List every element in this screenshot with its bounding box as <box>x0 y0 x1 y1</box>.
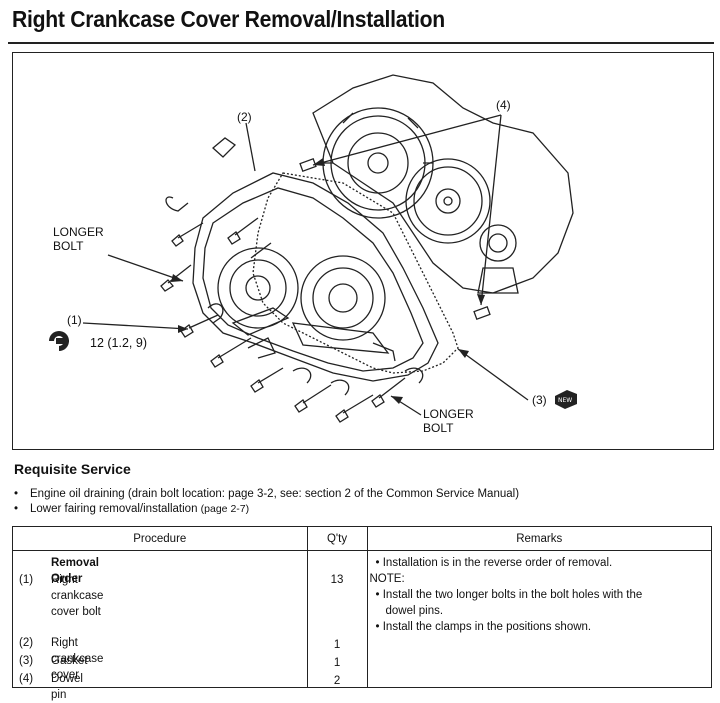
callout-4-label: (4) <box>496 98 511 112</box>
qty-cell: 13 <box>330 574 344 586</box>
exploded-diagram: (2) (4) LONGER BOLT (1) 12 (1.2, 9) LONG… <box>12 52 714 450</box>
remarks-header: Remarks <box>366 526 712 551</box>
qty-cell: 1 <box>333 657 341 669</box>
requisite-service-heading: Requisite Service <box>14 461 131 477</box>
procedure-table: Procedure Q'ty Remarks Removal Order (1)… <box>12 526 712 701</box>
torque-spec-label: 12 (1.2, 9) <box>90 336 147 350</box>
fairing-page-ref: (page 2-7) <box>200 503 250 515</box>
callout-1-label: (1) <box>67 313 82 327</box>
remark-longer-bolts-cont: dowel pins. <box>385 605 444 617</box>
torque-wrench-icon <box>49 331 69 351</box>
requisite-item-fairing: Lower fairing removal/installation (page… <box>14 502 519 517</box>
qty-cell: 2 <box>333 675 341 687</box>
remark-longer-bolts: Install the two longer bolts in the bolt… <box>376 587 706 603</box>
new-icon-text: NEW <box>558 397 572 404</box>
new-part-icon: NEW <box>555 390 577 409</box>
remark-clamps: Install the clamps in the positions show… <box>376 619 706 635</box>
qty-header: Q'ty <box>306 526 368 551</box>
removal-order-heading: Removal Order <box>51 557 99 585</box>
title-rule <box>8 42 714 44</box>
remark-reverse-order: Installation is in the reverse order of … <box>376 555 706 571</box>
callout-2-label: (2) <box>237 110 252 124</box>
longer-bolt-left-label: LONGER BOLT <box>53 225 104 253</box>
qty-cell: 1 <box>333 639 341 651</box>
longer-bolt-right-label: LONGER BOLT <box>423 407 474 435</box>
procedure-header: Procedure <box>12 526 308 551</box>
callout-3-label: (3) <box>532 393 547 407</box>
page-title: Right Crankcase Cover Removal/Installati… <box>12 6 445 32</box>
requisite-item-oil: Engine oil draining (drain bolt location… <box>14 487 519 502</box>
remark-note-label: NOTE: <box>369 573 405 585</box>
requisite-service-list: Engine oil draining (drain bolt location… <box>14 487 519 517</box>
engine-illustration <box>82 74 574 423</box>
